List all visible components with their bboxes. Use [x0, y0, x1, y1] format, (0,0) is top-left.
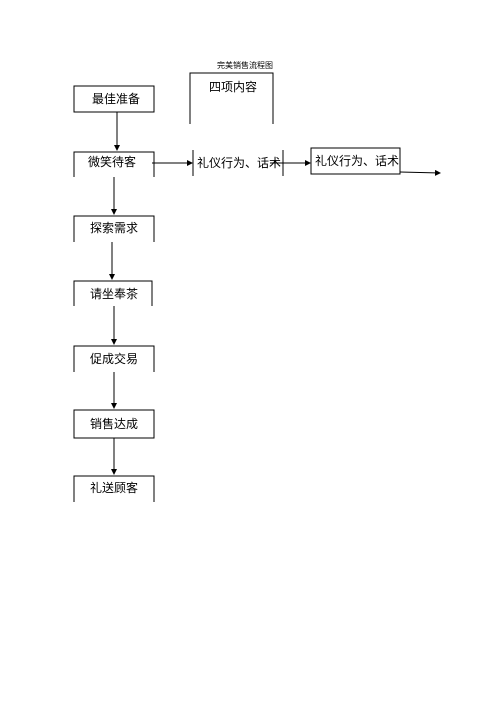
step-box-border [73, 280, 153, 306]
step-label: 促成交易 [90, 352, 139, 366]
step-box-border [73, 475, 155, 502]
step-label: 探索需求 [90, 221, 139, 235]
step-box-border [73, 215, 155, 242]
step-box-border [73, 151, 155, 177]
step-label: 最佳准备 [92, 92, 141, 106]
step-box-border [73, 85, 155, 113]
header-box-label: 四项内容 [209, 80, 258, 94]
step-label: 销售达成 [90, 417, 139, 431]
step-label: 微笑待客 [88, 155, 137, 169]
step-label: 请坐奉茶 [90, 287, 139, 301]
arrow-connector [399, 169, 441, 176]
side-box-2-border [310, 147, 401, 175]
diagram-title: 完美销售流程图 [217, 61, 273, 70]
step-label: 礼送顾客 [90, 481, 139, 495]
side-box-2-label: 礼仪行为、话术 [315, 154, 400, 168]
side-box-1-label: 礼仪行为、话术 [197, 156, 282, 170]
step-box-border [73, 345, 155, 372]
header-box-border [189, 72, 274, 124]
